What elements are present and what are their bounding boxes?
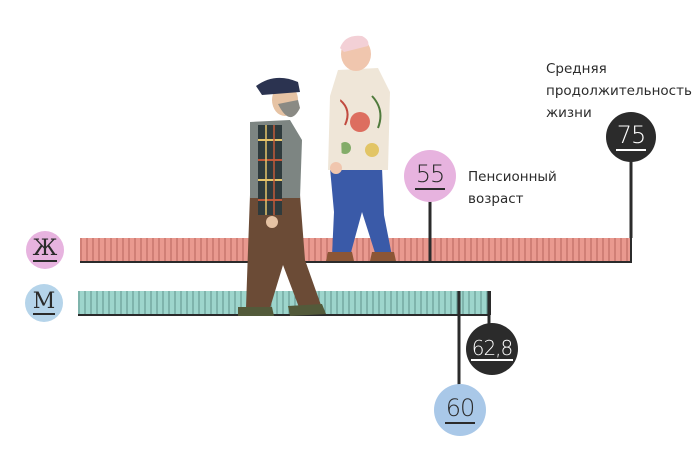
female-marker: Ж — [26, 231, 64, 269]
male-life-expectancy-circle: 62,8 — [466, 323, 518, 375]
female-life-expectancy-value: 75 — [615, 121, 647, 151]
female-life-expectancy-circle: 75 — [606, 112, 656, 162]
female-retirement-circle: 55 — [404, 150, 456, 202]
male-life-expectancy-value: 62,8 — [470, 335, 514, 361]
life-expectancy-label: Средняя продолжительность жизни — [546, 61, 692, 121]
retirement-age-label: Пенсионный возраст — [468, 169, 557, 207]
male-marker: М — [25, 284, 63, 322]
male-retirement-circle: 60 — [434, 384, 486, 436]
male-bar — [78, 291, 490, 315]
male-symbol: М — [32, 289, 56, 315]
older-man-illustration — [238, 77, 326, 316]
female-bar — [80, 238, 631, 262]
female-symbol: Ж — [32, 236, 58, 262]
floral-shirt-man-illustration — [326, 35, 396, 261]
male-retirement-value: 60 — [444, 394, 476, 424]
female-retirement-value: 55 — [414, 160, 446, 190]
